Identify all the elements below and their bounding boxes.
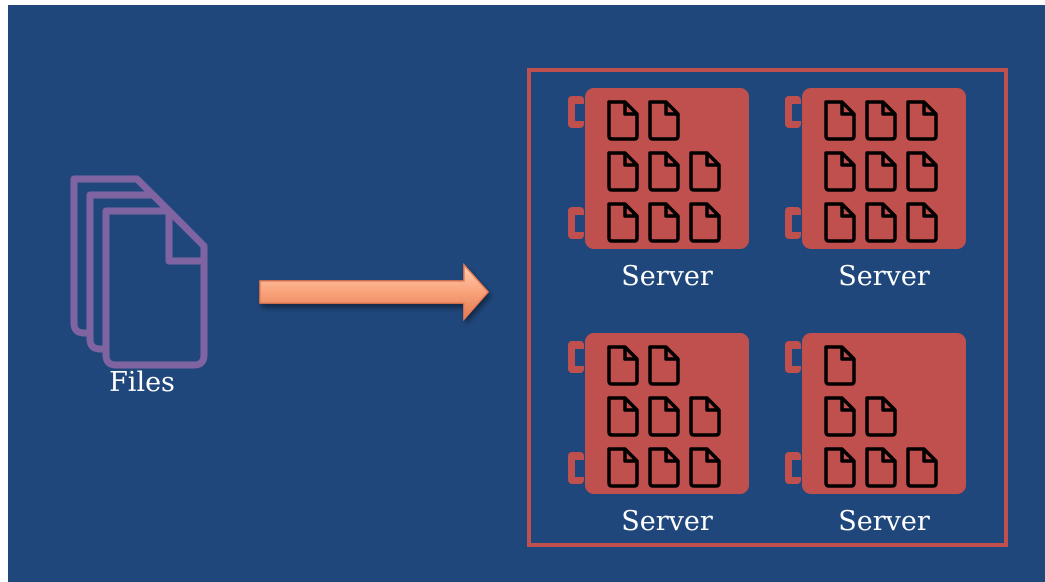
- server-4: Server: [785, 333, 966, 537]
- document-icon: [824, 100, 856, 141]
- document-icon: [689, 396, 721, 437]
- document-icon: [906, 100, 938, 141]
- document-icon: [648, 202, 680, 243]
- server-cluster-box: [527, 68, 1008, 547]
- document-icon: [865, 447, 897, 488]
- server-label: Server: [621, 261, 713, 292]
- server-rack-icon: [568, 333, 749, 494]
- document-icon: [824, 447, 856, 488]
- document-icon: [607, 151, 639, 192]
- document-icon: [906, 447, 938, 488]
- server-label: Server: [838, 261, 930, 292]
- document-icon: [648, 345, 680, 386]
- document-icon: [689, 151, 721, 192]
- server-rack-icon: [568, 88, 749, 249]
- document-icon: [607, 447, 639, 488]
- document-icon: [648, 100, 680, 141]
- document-icon: [865, 151, 897, 192]
- document-icon: [607, 396, 639, 437]
- document-icon: [906, 202, 938, 243]
- server-label: Server: [838, 506, 930, 537]
- server-2: Server: [785, 88, 966, 292]
- document-icon: [865, 396, 897, 437]
- server-3: Server: [568, 333, 749, 537]
- document-icon: [906, 151, 938, 192]
- document-icon: [607, 202, 639, 243]
- files-icon: [70, 175, 208, 369]
- document-icon: [865, 100, 897, 141]
- server-1: Server: [568, 88, 749, 292]
- document-icon: [648, 447, 680, 488]
- document-icon: [689, 447, 721, 488]
- right-arrow-icon: [259, 263, 490, 321]
- server-rack-icon: [785, 88, 966, 249]
- document-icon: [689, 202, 721, 243]
- server-rack-icon: [785, 333, 966, 494]
- document-icon: [865, 202, 897, 243]
- document-icon: [824, 151, 856, 192]
- document-icon: [824, 345, 856, 386]
- document-icon: [648, 396, 680, 437]
- document-icon: [607, 100, 639, 141]
- document-icon: [824, 202, 856, 243]
- server-label: Server: [621, 506, 713, 537]
- document-icon: [824, 396, 856, 437]
- document-icon: [607, 345, 639, 386]
- document-icon: [648, 151, 680, 192]
- files-label: Files: [109, 367, 175, 398]
